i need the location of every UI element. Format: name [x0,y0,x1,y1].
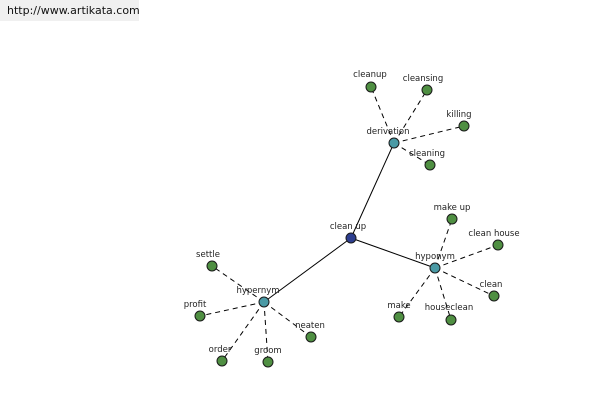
node-word-make-up[interactable] [446,213,458,225]
node-root[interactable] [345,232,357,244]
source-url: http://www.artikata.com [7,4,140,17]
node-word-cleansing[interactable] [421,84,433,96]
edge-derivation-cleanup [370,86,395,144]
word-label-clean: clean [480,280,503,290]
node-word-make[interactable] [393,311,405,323]
word-label-groom: groom [254,346,281,356]
edge-hypernym-settle [211,265,265,303]
word-label-make: make [387,301,410,311]
edge-hyponym-houseclean [434,267,452,321]
node-word-houseclean[interactable] [445,314,457,326]
graph-edges [199,86,499,363]
node-word-groom[interactable] [262,356,274,368]
graph-labels: clean up derivation cleanup cleansing killin… [184,70,520,356]
node-word-neaten[interactable] [305,331,317,343]
relation-label-hyponym: hyponym [415,252,455,262]
edge-hypernym-order [221,301,265,362]
word-label-cleansing: cleansing [403,74,443,84]
node-word-profit[interactable] [194,310,206,322]
node-word-cleaning[interactable] [424,159,436,171]
source-bar: http://www.artikata.com [0,0,140,21]
edge-derivation-cleaning [393,142,431,166]
edge-root-derivation [350,142,395,239]
edge-derivation-cleansing [393,89,428,144]
node-word-killing[interactable] [458,120,470,132]
node-word-settle[interactable] [206,260,218,272]
relation-label-hypernym: hypernym [236,286,279,296]
node-word-clean[interactable] [488,290,500,302]
word-label-killing: killing [446,110,471,120]
word-label-cleanup: cleanup [353,70,387,80]
word-label-profit: profit [184,300,207,310]
edge-root-hyponym [350,237,436,269]
node-relation-derivation[interactable] [388,137,400,149]
word-label-cleaning: cleaning [409,149,445,159]
edge-hyponym-make [398,267,436,318]
edge-derivation-killing [393,125,465,144]
relation-label-derivation: derivation [366,127,409,137]
node-word-cleanup[interactable] [365,81,377,93]
word-label-make-up: make up [434,203,471,213]
word-label-neaten: neaten [295,321,325,331]
root-label: clean up [330,222,366,232]
node-relation-hyponym[interactable] [429,262,441,274]
edge-root-hypernym [263,237,352,303]
node-word-clean-house[interactable] [492,239,504,251]
word-label-order: order [209,345,232,355]
edge-hypernym-groom [263,301,269,363]
graph-nodes [194,81,504,368]
edge-hypernym-profit [199,301,265,317]
word-label-clean-house: clean house [468,229,519,239]
edge-hyponym-clean [434,267,495,297]
word-label-houseclean: houseclean [425,303,474,313]
node-relation-hypernym[interactable] [258,296,270,308]
node-word-order[interactable] [216,355,228,367]
edge-hypernym-neaten [263,301,312,338]
edge-hyponym-clean-house [434,244,499,269]
word-label-settle: settle [196,250,220,260]
